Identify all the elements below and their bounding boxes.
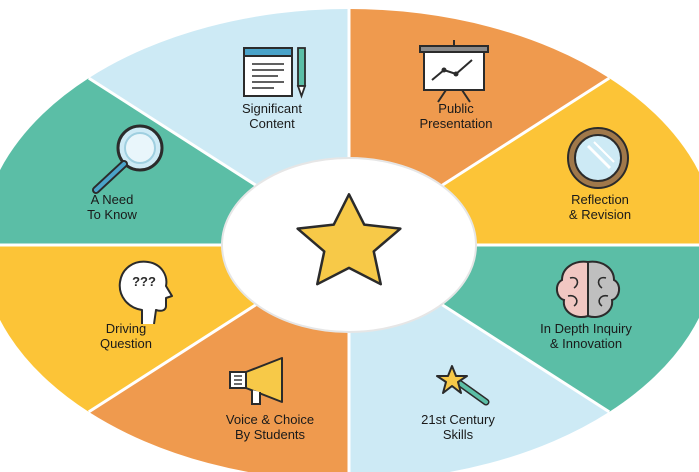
document-pencil-icon	[243, 47, 307, 99]
magic-wand-icon	[436, 365, 490, 406]
svg-text:???: ???	[132, 274, 156, 289]
magnifier-icon	[92, 124, 164, 194]
mirror-icon	[567, 127, 629, 189]
megaphone-icon	[229, 357, 283, 405]
thinking-head-icon: ???	[118, 260, 173, 325]
brain-icon	[556, 260, 620, 318]
presentation-board-icon	[419, 40, 489, 103]
label-in-depth-inquiry: In Depth Inquiry& Innovation	[540, 321, 632, 351]
star-icon	[296, 193, 402, 286]
label-reflection-revision: Reflection& Revision	[569, 192, 631, 222]
